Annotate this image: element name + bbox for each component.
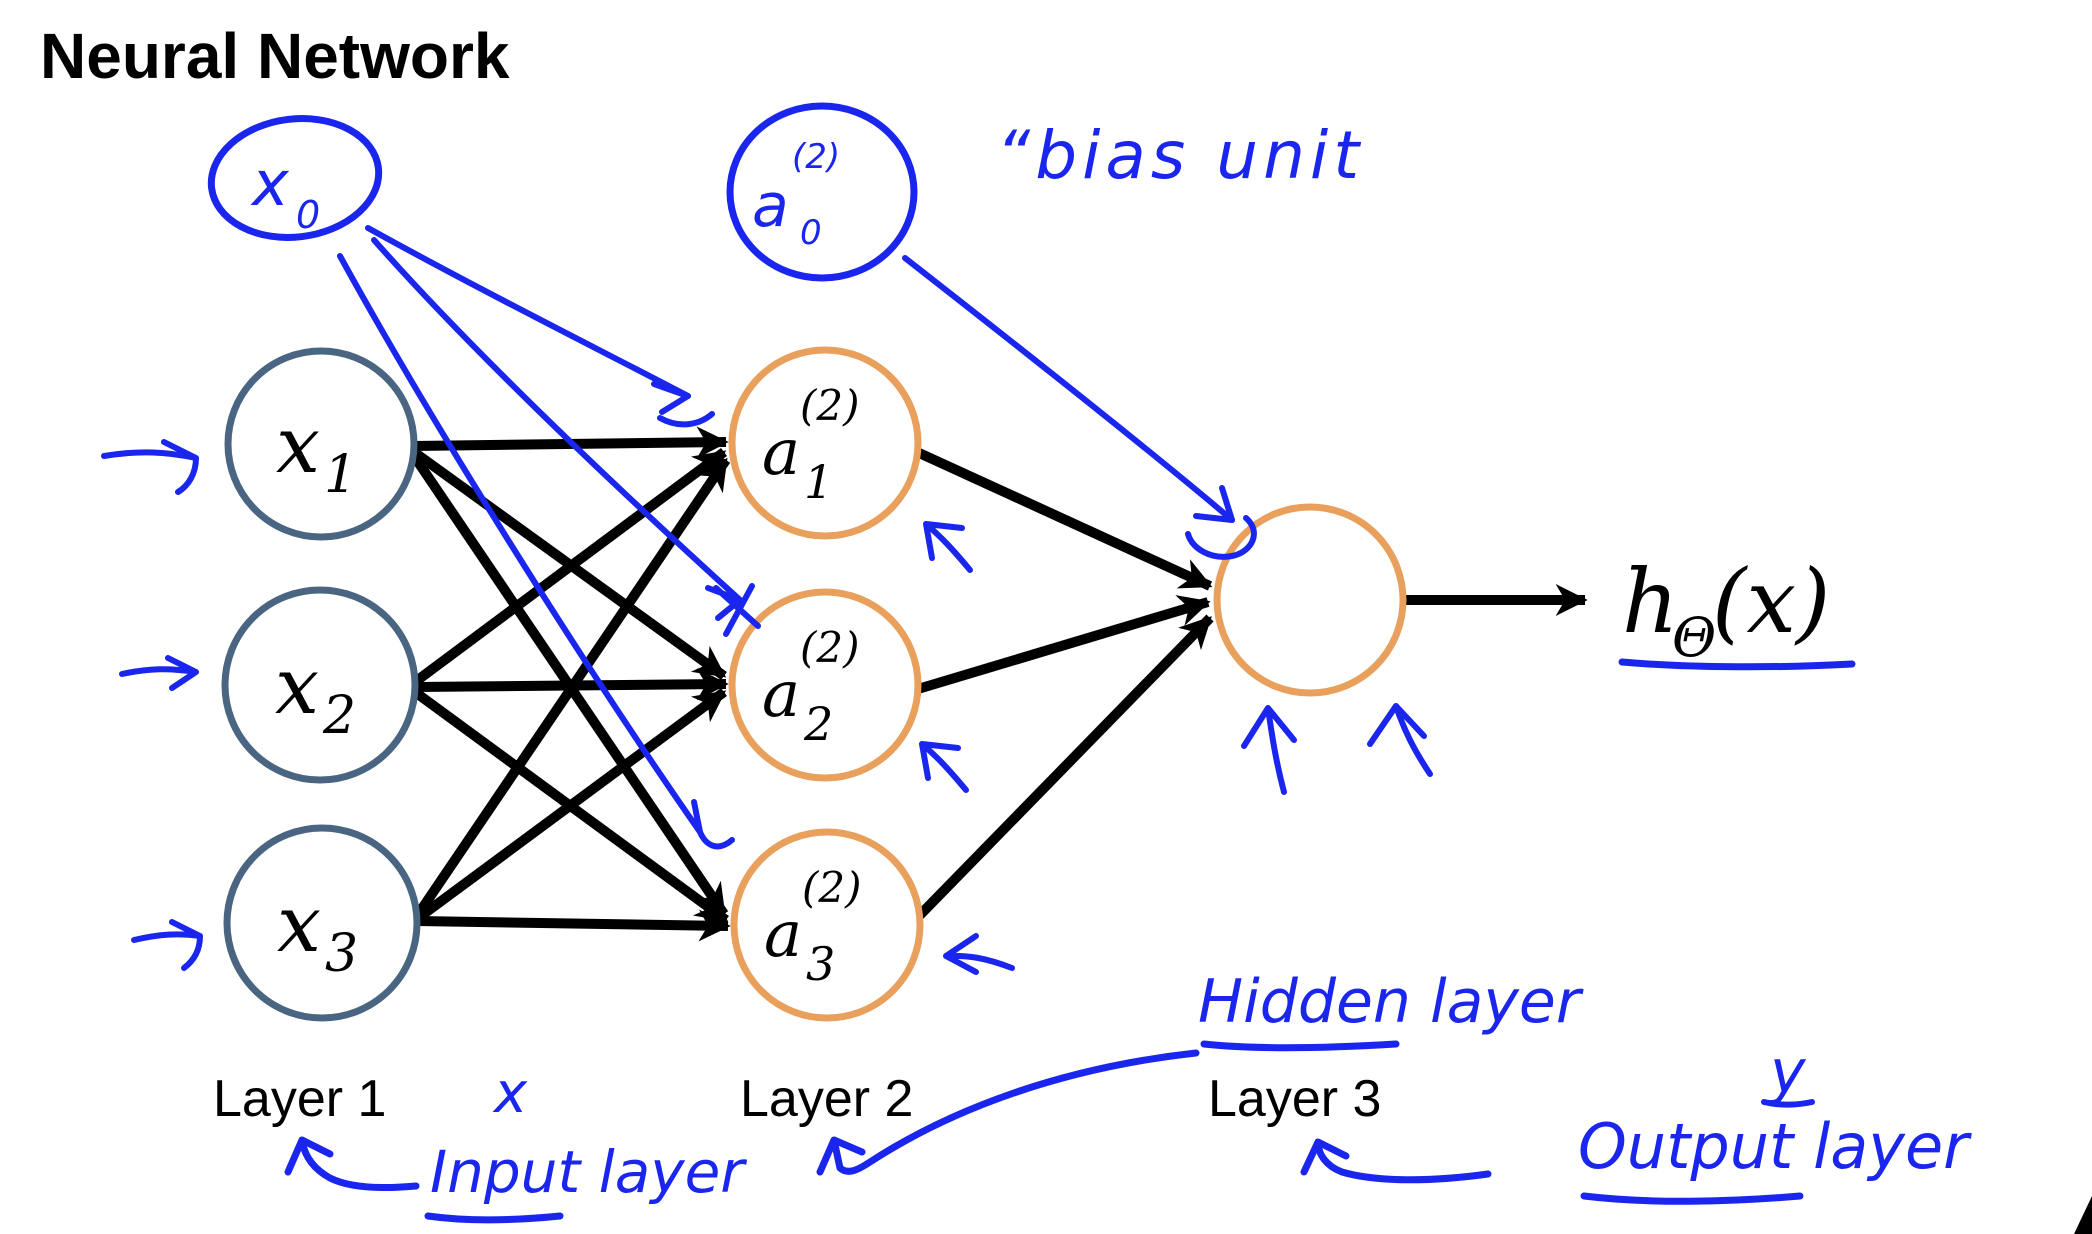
bias-input-node: x 0 xyxy=(207,115,383,241)
pointer-a1 xyxy=(923,521,973,573)
node-x1 xyxy=(224,347,418,541)
bias-arrow-to-a3-line xyxy=(337,253,703,835)
page-title: Neural Network xyxy=(40,20,510,92)
output-expression: h Θ (x) xyxy=(1618,550,1856,671)
bias-hidden-arrow xyxy=(902,255,1257,560)
hidden-layer-note-group: Hidden layer xyxy=(1198,967,1584,1052)
corner-artifact xyxy=(2074,1196,2092,1234)
node-a3-label: a xyxy=(764,898,802,972)
node-a1 xyxy=(728,346,922,540)
pointer-a2 xyxy=(919,741,969,793)
output-node-pointers xyxy=(1241,703,1433,795)
pointer-output-2 xyxy=(1367,703,1433,777)
input-layer-note: Input layer xyxy=(430,1138,747,1206)
node-x2-label: x xyxy=(275,642,319,732)
bias-hidden-sub: 0 xyxy=(800,213,822,253)
h-underline xyxy=(1618,658,1856,671)
node-a1-label: a xyxy=(762,416,800,490)
bias-arrow-to-a2-head xyxy=(705,583,761,637)
node-x3 xyxy=(223,824,421,1022)
bias-arrow-to-output-line xyxy=(902,255,1235,523)
node-x2-sub: 2 xyxy=(322,686,356,746)
bias-arrow-to-output-head xyxy=(1185,485,1257,560)
x-mark: x xyxy=(492,1061,528,1126)
bias-input-label: x xyxy=(250,147,290,220)
bias-input-sub: 0 xyxy=(296,193,320,237)
edge-x3-a3 xyxy=(416,909,731,942)
edge-a2-out xyxy=(916,595,1211,694)
layer-3-label: Layer 3 xyxy=(1208,1070,1381,1128)
node-a2-label: a xyxy=(762,658,800,732)
hidden-layer-nodes: a (2) 1 a (2) 2 a (2) 3 xyxy=(728,346,924,1022)
layer-1-label: Layer 1 xyxy=(213,1070,386,1128)
hidden-node-pointers xyxy=(919,521,1015,975)
node-a3-sup: (2) xyxy=(802,863,862,912)
node-a2 xyxy=(728,588,922,782)
edge-a3-out xyxy=(915,614,1214,920)
bias-hidden-sup: (2) xyxy=(792,137,840,177)
bias-hidden-node: a (2) 0 xyxy=(726,102,918,282)
y-mark-group: y xyxy=(1761,1037,1815,1108)
hidden-layer-arrow xyxy=(816,1049,1200,1176)
node-a2-sup: (2) xyxy=(800,623,860,672)
output-layer-note-group: Output layer xyxy=(1578,1110,1972,1205)
input-arrows xyxy=(101,439,203,971)
input-arrow-x2 xyxy=(119,655,199,691)
layer-labels: Layer 1 Layer 2 Layer 3 xyxy=(213,1070,1381,1128)
node-a2-sub: 2 xyxy=(803,697,833,751)
layer-2-label: Layer 2 xyxy=(740,1070,913,1128)
input-layer-arrow xyxy=(284,1136,420,1192)
output-layer-arrow xyxy=(1300,1138,1492,1184)
edge-x3-a2 xyxy=(414,687,727,924)
bias-input-circle xyxy=(207,115,383,241)
bias-hidden-label: a xyxy=(752,171,789,241)
bias-input-arrows xyxy=(337,225,761,850)
node-x2 xyxy=(221,586,419,784)
input-layer-note-group: Input layer xyxy=(424,1138,747,1224)
output-underline xyxy=(1580,1192,1804,1205)
hidden-underline xyxy=(1200,1040,1400,1052)
node-a3 xyxy=(730,828,924,1022)
pointer-a3 xyxy=(943,933,1015,975)
input-arrow-x3 xyxy=(131,919,203,971)
y-underline xyxy=(1761,1099,1815,1108)
node-x3-label: x xyxy=(277,880,321,970)
h-sub: Θ xyxy=(1672,606,1716,669)
input-layer-nodes: x 1 x 2 x 3 xyxy=(221,347,421,1022)
bias-arrow-to-a2-line xyxy=(371,237,743,603)
node-output xyxy=(1213,503,1407,697)
node-x1-sub: 1 xyxy=(324,445,357,505)
h-rest: (x) xyxy=(1712,550,1830,653)
y-mark: y xyxy=(1768,1037,1807,1107)
node-x1-label: x xyxy=(276,401,320,491)
node-a1-sub: 1 xyxy=(804,455,833,509)
bias-hidden-circle xyxy=(726,102,918,282)
edge-x2-a1 xyxy=(412,447,727,687)
input-underline xyxy=(424,1212,564,1224)
node-a3-sub: 3 xyxy=(806,937,835,991)
pointer-output-1 xyxy=(1241,705,1297,795)
bias-arrow-to-a1-line xyxy=(365,225,691,399)
input-arrow-x1 xyxy=(101,439,199,495)
edges-hidden-to-output xyxy=(914,447,1214,920)
node-x3-sub: 3 xyxy=(325,924,358,984)
edge-a1-out xyxy=(914,447,1213,591)
h-base: h xyxy=(1622,550,1679,653)
bias-arrow-to-a1-head xyxy=(651,381,715,428)
edges-input-to-hidden xyxy=(409,426,731,942)
output-layer-note: Output layer xyxy=(1578,1110,1972,1183)
bias-unit-note: “bias unit xyxy=(996,117,1364,194)
node-a1-sup: (2) xyxy=(800,381,860,430)
hidden-layer-note: Hidden layer xyxy=(1198,967,1584,1037)
bias-arrow-to-a3-head xyxy=(691,799,735,850)
